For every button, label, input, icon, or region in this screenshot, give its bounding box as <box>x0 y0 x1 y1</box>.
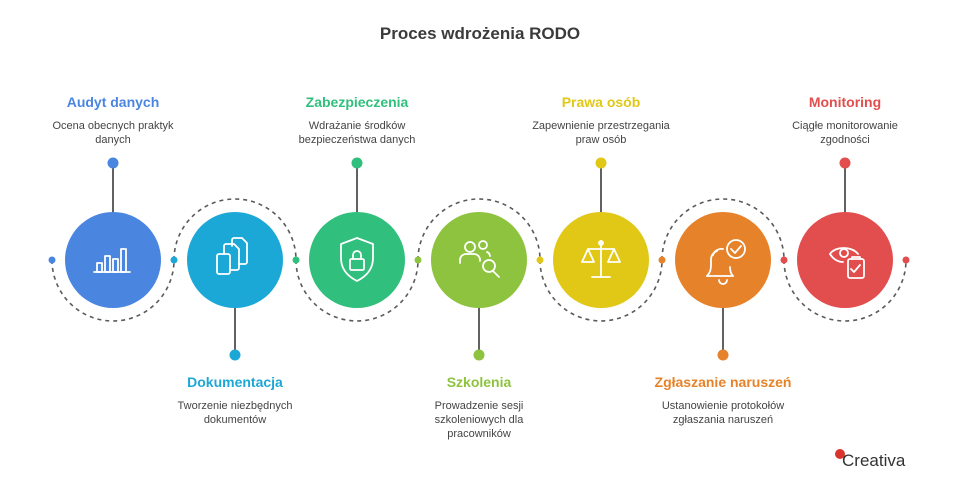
desc-line: Tworzenie niezbędnych <box>177 400 293 412</box>
step-circle-zglaszanie <box>675 212 771 308</box>
step-desc-zglaszanie: Ustanowienie protokołów zgłaszania narus… <box>638 399 808 427</box>
step-desc-prawa: Zapewnienie przestrzegania praw osób <box>516 119 686 147</box>
baseline-dot <box>292 256 300 264</box>
connector-6 <box>783 259 907 322</box>
step-title-szkolenia: Szkolenia <box>446 374 512 390</box>
baseline-dot <box>536 256 544 264</box>
users-search-icon <box>459 240 500 278</box>
baseline-dot <box>414 256 422 264</box>
desc-line: dokumentów <box>203 414 267 426</box>
stem-dot <box>595 157 607 169</box>
connector-4 <box>539 259 663 322</box>
stem-dot <box>107 157 119 169</box>
desc-line: bezpieczeństwa danych <box>298 134 416 146</box>
baseline-dot <box>48 256 56 264</box>
step-title-audyt: Audyt danych <box>66 94 160 110</box>
stems <box>112 163 846 355</box>
documents-icon <box>216 237 248 275</box>
stem-dot <box>229 349 241 361</box>
step-desc-audyt: Ocena obecnych praktyk danych <box>28 119 198 147</box>
stem-dots <box>107 157 851 361</box>
step-circle-dokumentacja <box>187 212 283 308</box>
step-circles <box>65 212 893 308</box>
desc-line: danych <box>95 134 131 146</box>
shield-lock-icon <box>340 237 374 282</box>
step-circle-szkolenia <box>431 212 527 308</box>
connector-3 <box>417 198 541 261</box>
baseline-dot <box>170 256 178 264</box>
stem-dot <box>351 157 363 169</box>
step-title-zglaszanie: Zgłaszanie naruszeń <box>654 374 792 390</box>
baseline-dot <box>658 256 666 264</box>
desc-line: praw osób <box>575 134 627 146</box>
page-title: Proces wdrożenia RODO <box>379 24 581 43</box>
step-title-dokumentacja: Dokumentacja <box>187 374 283 390</box>
step-circle-zabezpieczenia <box>309 212 405 308</box>
step-desc-szkolenia: Prowadzenie sesji szkoleniowych dla prac… <box>394 399 564 441</box>
dashed-connectors <box>51 198 907 322</box>
desc-line: zgłaszania naruszeń <box>672 414 774 426</box>
eye-clipboard-icon <box>829 247 865 279</box>
desc-line: Ustanowienie protokołów <box>661 400 785 412</box>
step-circle-monitoring <box>797 212 893 308</box>
step-desc-zabezpieczenia: Wdrażanie środków bezpieczeństwa danych <box>272 119 442 147</box>
stem-dot <box>473 349 485 361</box>
step-title-prawa: Prawa osób <box>561 94 641 110</box>
baseline-dot <box>902 256 910 264</box>
desc-line: szkoleniowych dla <box>434 414 524 426</box>
step-title-zabezpieczenia: Zabezpieczenia <box>305 94 409 110</box>
desc-line: pracowników <box>447 428 511 440</box>
stem-dot <box>717 349 729 361</box>
baseline-dots <box>48 256 910 264</box>
desc-line: Ciągłe monitorowanie <box>792 120 898 132</box>
bar-chart-icon <box>93 248 131 273</box>
baseline-dot <box>780 256 788 264</box>
desc-line: Ocena obecnych praktyk <box>52 120 174 132</box>
connector-2 <box>295 259 419 322</box>
connector-1 <box>173 198 297 261</box>
step-desc-dokumentacja: Tworzenie niezbędnych dokumentów <box>150 399 320 427</box>
desc-line: Prowadzenie sesji <box>434 400 524 412</box>
stem-dot <box>839 157 851 169</box>
desc-line: zgodności <box>820 134 870 146</box>
bell-check-icon <box>706 239 746 285</box>
connector-0 <box>51 259 175 322</box>
desc-line: Zapewnienie przestrzegania <box>532 120 670 132</box>
brand-logo-icon <box>835 449 845 459</box>
desc-line: Wdrażanie środków <box>308 120 406 132</box>
brand-name: Creativa <box>842 451 906 470</box>
step-title-monitoring: Monitoring <box>808 94 882 110</box>
connector-5 <box>661 198 785 261</box>
step-desc-monitoring: Ciągłe monitorowanie zgodności <box>760 119 930 147</box>
scales-icon <box>581 240 621 278</box>
